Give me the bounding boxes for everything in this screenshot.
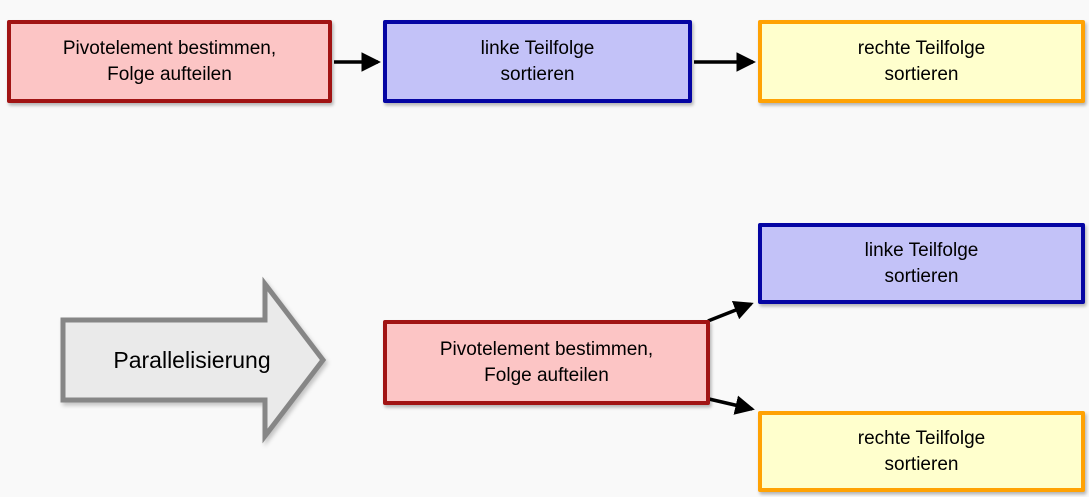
arrow-par-pivot-to-right <box>708 395 755 415</box>
parallel-right-line2: sortieren <box>884 453 959 475</box>
parallel-left-line2: sortieren <box>884 265 959 287</box>
sequential-right-line2: sortieren <box>884 63 959 85</box>
parallel-pivot-line2: Folge aufteilen <box>484 364 609 386</box>
arrow-par-pivot-to-left <box>707 301 754 323</box>
sequential-left-subsequence-box: linke Teilfolge sortieren <box>383 20 692 103</box>
sequential-pivot-line1: Pivotelement bestimmen, <box>62 38 277 60</box>
parallelisierung-label: Parallelisierung <box>113 346 271 373</box>
parallel-left-subsequence-box: linke Teilfolge sortieren <box>758 223 1085 304</box>
sequential-pivot-line2: Folge aufteilen <box>107 63 232 85</box>
sequential-left-line2: sortieren <box>500 63 575 85</box>
sequential-left-line1: linke Teilfolge <box>480 38 595 60</box>
parallel-left-line1: linke Teilfolge <box>864 240 979 262</box>
parallel-right-line1: rechte Teilfolge <box>857 428 986 450</box>
parallel-pivot-line1: Pivotelement bestimmen, <box>439 339 654 361</box>
parallel-pivot-box: Pivotelement bestimmen, Folge aufteilen <box>383 320 710 405</box>
sequential-right-line1: rechte Teilfolge <box>857 38 986 60</box>
sequential-pivot-box: Pivotelement bestimmen, Folge aufteilen <box>7 20 332 103</box>
parallel-right-subsequence-box: rechte Teilfolge sortieren <box>758 411 1085 492</box>
sequential-right-subsequence-box: rechte Teilfolge sortieren <box>758 20 1085 103</box>
